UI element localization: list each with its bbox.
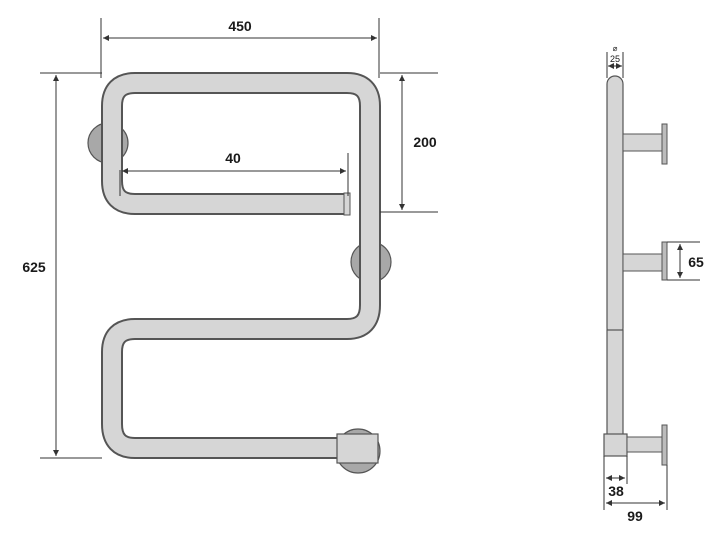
side-middle-mount-arm [622, 253, 663, 272]
front-tube-body [103, 74, 379, 457]
front-bottom-connector [336, 433, 379, 464]
side-bottom-connector [603, 433, 628, 457]
front-tube-end-cap [343, 192, 351, 216]
side-lower-mount-plate [661, 424, 668, 466]
base-depth-dimension-label: 38 [608, 483, 624, 499]
total-depth-dimension-label: 99 [627, 508, 643, 524]
side-lower-mount-arm [626, 436, 663, 453]
top-section-dimension-label: 200 [413, 134, 437, 150]
diameter-symbol: ⌀ [613, 44, 618, 53]
height-dimension-label: 625 [22, 259, 46, 275]
front-tube-outline [101, 72, 381, 459]
mount-height-dimension-label: 65 [688, 254, 704, 270]
diameter-dimension-label: 25 [610, 54, 620, 64]
front-view: 450 625 200 40 [22, 18, 438, 474]
side-upper-mount-arm [622, 133, 663, 152]
side-vertical-tube [606, 75, 624, 337]
width-dimension-label: 450 [228, 18, 252, 34]
side-middle-mount-plate [661, 241, 668, 281]
side-upper-mount-plate [661, 123, 668, 165]
side-lower-tube [606, 329, 624, 437]
side-view: ⌀ 25 65 38 99 [603, 44, 704, 524]
inner-bar-dimension-label: 40 [225, 150, 241, 166]
